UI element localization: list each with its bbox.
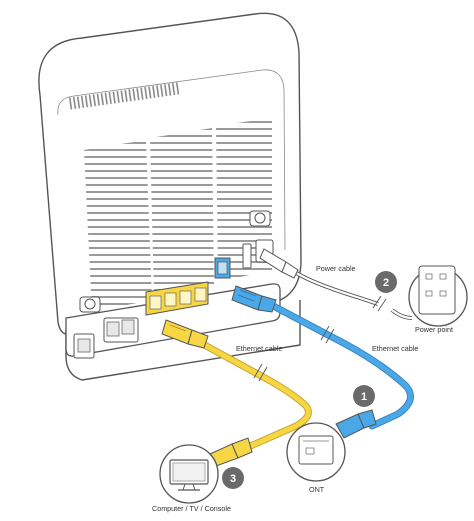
top-vent <box>67 82 181 110</box>
step-badge-3: 3 <box>222 467 244 489</box>
side-vents <box>84 118 272 312</box>
ethernet-cable-left-label: Ethernet cable <box>236 344 282 353</box>
power-cable <box>259 248 413 320</box>
step-badge-2: 2 <box>375 271 397 293</box>
reset-button <box>249 210 271 227</box>
router <box>38 12 302 381</box>
computer-device <box>159 444 219 504</box>
ont-label: ONT <box>309 485 325 494</box>
ethernet-cable-lan <box>161 319 312 467</box>
svg-text:1: 1 <box>361 391 367 403</box>
lan-ports <box>145 281 209 316</box>
power-point <box>408 265 468 327</box>
ethernet-cable-right-label: Ethernet cable <box>372 344 418 353</box>
computer-label: Computer / TV / Console <box>152 504 231 513</box>
step-badge-1: 1 <box>353 385 375 407</box>
ethernet-cable-wan <box>231 285 414 439</box>
phone-ports <box>73 317 139 359</box>
ont-device <box>286 422 346 482</box>
wan-port <box>214 257 231 279</box>
power-cable-label: Power cable <box>316 264 356 273</box>
svg-text:3: 3 <box>230 473 236 485</box>
power-button <box>79 296 101 313</box>
svg-text:2: 2 <box>383 277 389 289</box>
power-point-label: Power point <box>415 325 453 334</box>
usb-port <box>242 243 252 269</box>
